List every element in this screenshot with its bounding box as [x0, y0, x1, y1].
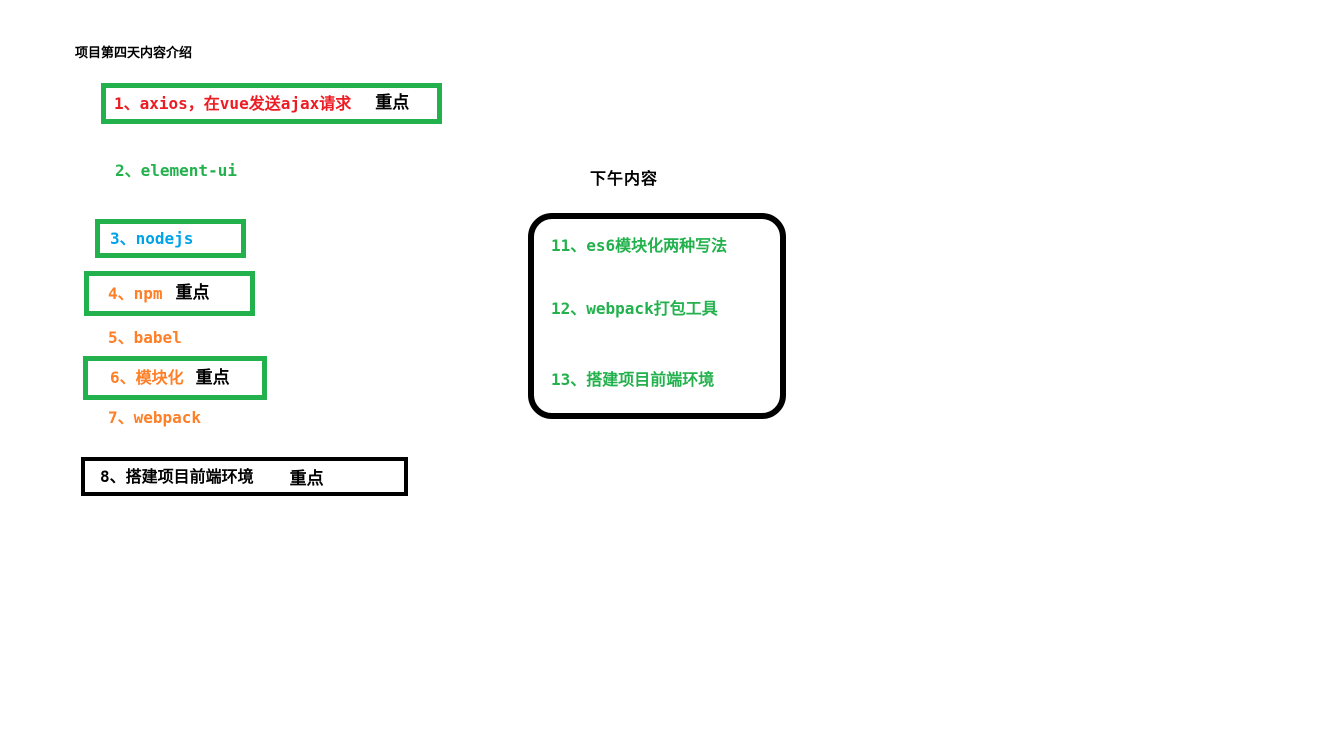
highlight-label: 重点 — [375, 93, 410, 113]
afternoon-box: 11、es6模块化两种写法 12、webpack打包工具 13、搭建项目前端环境 — [528, 213, 786, 419]
topic-label-axios: 1、axios，在vue发送ajax请求 — [114, 93, 352, 113]
topic-element-ui: 2、element-ui — [115, 161, 237, 180]
topic-label-npm: 4、npm — [108, 283, 163, 303]
topic-webpack: 7、webpack — [108, 408, 202, 427]
topic-box-modularity: 6、模块化 重点 — [83, 356, 267, 400]
topic-label-frontend-env: 8、搭建项目前端环境 — [100, 466, 254, 486]
highlight-label: 重点 — [195, 367, 230, 388]
afternoon-item-es6: 11、es6模块化两种写法 — [551, 236, 728, 255]
topic-box-npm: 4、npm 重点 — [84, 271, 255, 316]
topic-label-modularity: 6、模块化 — [110, 368, 184, 387]
highlight-label: 重点 — [289, 469, 324, 489]
highlight-label: 重点 — [175, 283, 210, 303]
page-title: 项目第四天内容介绍 — [75, 46, 193, 61]
afternoon-title: 下午内容 — [590, 169, 659, 188]
afternoon-item-env: 13、搭建项目前端环境 — [551, 370, 715, 389]
topic-box-frontend-env: 8、搭建项目前端环境 重点 — [81, 457, 408, 496]
topic-box-nodejs: 3、nodejs — [95, 219, 246, 258]
topic-box-axios: 1、axios，在vue发送ajax请求 重点 — [101, 83, 442, 124]
topic-babel: 5、babel — [108, 328, 182, 347]
topic-label-nodejs: 3、nodejs — [110, 228, 194, 248]
afternoon-item-webpack: 12、webpack打包工具 — [551, 299, 718, 318]
